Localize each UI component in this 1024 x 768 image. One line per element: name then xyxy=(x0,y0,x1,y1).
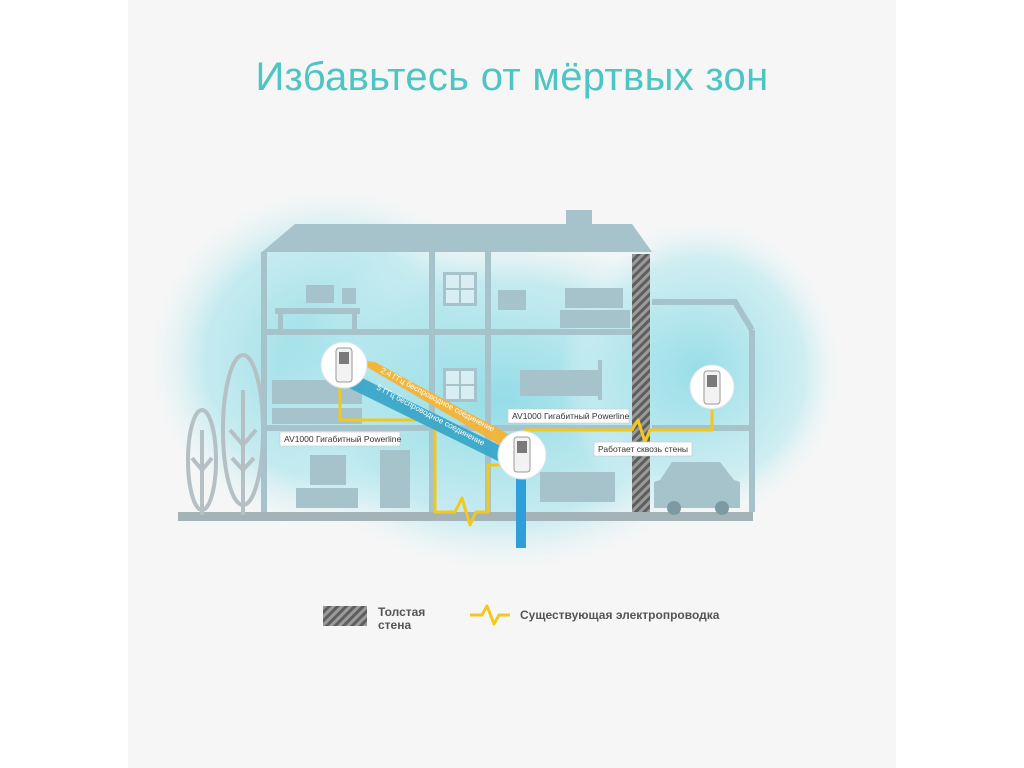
ground-line xyxy=(178,512,753,521)
window-top xyxy=(443,272,477,306)
tag-powerline-center-text: AV1000 Гигабитный Powerline xyxy=(512,411,630,421)
tag-powerline-center: AV1000 Гигабитный Powerline xyxy=(507,408,630,424)
legend-wiring-label: Существующая электропроводка xyxy=(520,608,720,622)
legend: Толстая стена Существующая электропровод… xyxy=(323,604,720,632)
legend-wall-swatch xyxy=(323,606,367,626)
deco-unit-center xyxy=(497,430,547,480)
page-title: Избавьтесь от мёртвых зон xyxy=(255,55,769,99)
tag-through-walls: Работает сквозь стены xyxy=(593,441,693,457)
tag-powerline-left-text: AV1000 Гигабитный Powerline xyxy=(284,434,402,444)
tag-through-walls-text: Работает сквозь стены xyxy=(598,444,688,454)
tag-powerline-left: AV1000 Гигабитный Powerline xyxy=(279,431,402,447)
window-middle xyxy=(443,368,477,402)
house-main xyxy=(261,210,652,512)
ethernet-line xyxy=(516,470,526,548)
deco-unit-left xyxy=(320,341,368,389)
tree-left xyxy=(186,408,218,515)
thick-wall xyxy=(632,254,650,512)
car xyxy=(654,462,740,515)
house-annex xyxy=(652,299,755,512)
legend-wall-label-2: стена xyxy=(378,618,411,632)
electrical-wiring xyxy=(338,380,714,527)
deco-unit-right xyxy=(689,364,735,410)
legend-wall-label-1: Толстая xyxy=(378,605,425,619)
legend-wiring-icon xyxy=(470,604,510,626)
